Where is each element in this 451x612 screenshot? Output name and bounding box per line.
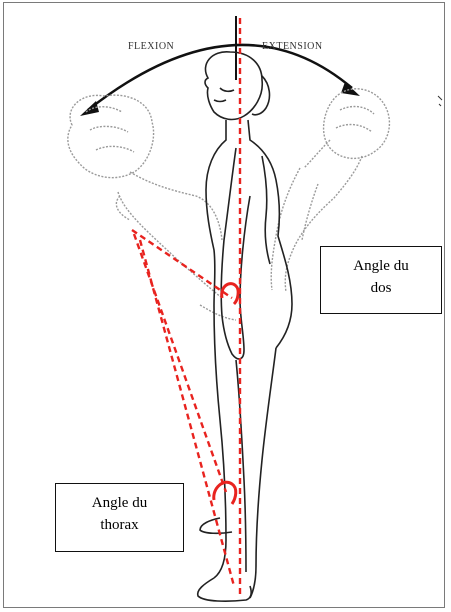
flexion-extension-arc xyxy=(80,45,360,116)
back-angle-callout-line2: dos xyxy=(321,277,441,299)
extension-label: EXTENSION xyxy=(262,41,323,52)
thorax-angle-callout-line1: Angle du xyxy=(56,492,183,514)
thorax-angle-callout-line2: thorax xyxy=(56,514,183,536)
back-angle-callout-line1: Angle du xyxy=(321,255,441,277)
back-angle-callout: Angle du dos xyxy=(320,246,442,314)
flexion-label: FLEXION xyxy=(128,41,174,52)
arrowhead-right-icon xyxy=(341,82,360,96)
arrowhead-left-icon xyxy=(80,101,99,116)
standing-figure xyxy=(198,52,292,601)
stray-mark xyxy=(438,96,442,106)
thorax-angle-callout: Angle du thorax xyxy=(55,483,184,552)
